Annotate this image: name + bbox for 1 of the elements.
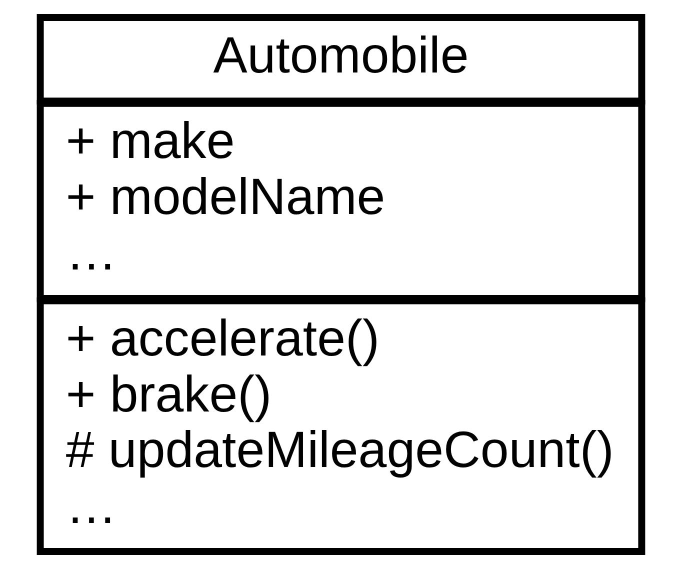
node-box: Automobile: [36, 14, 645, 105]
